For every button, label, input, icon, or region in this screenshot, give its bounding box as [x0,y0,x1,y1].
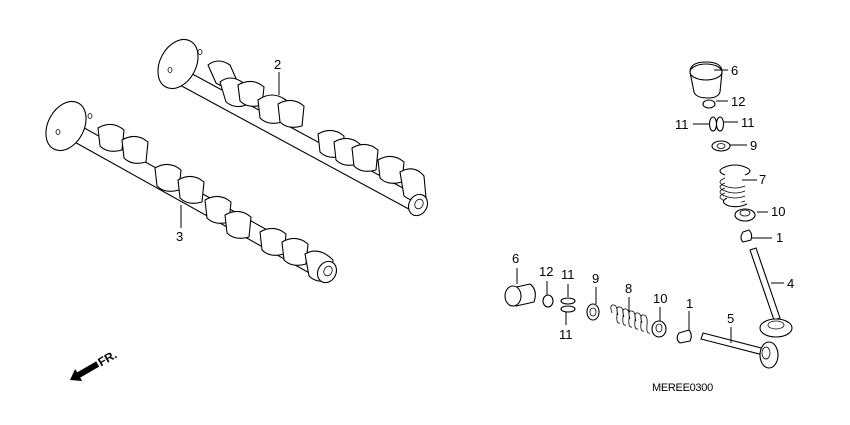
shim-lower[interactable] [542,294,554,308]
callout-2[interactable]: 2 [274,57,282,72]
shim-upper[interactable] [702,99,716,109]
callout-11[interactable]: 11 [559,327,573,342]
valve-lifter-lower[interactable] [504,283,536,307]
valve-cotters-lower[interactable] [560,297,576,313]
callout-9[interactable]: 9 [750,138,758,153]
callout-12[interactable]: 12 [539,264,554,279]
callout-6[interactable]: 6 [512,251,520,266]
callout-10[interactable]: 10 [771,204,786,219]
callout-9[interactable]: 9 [592,271,600,286]
valve-cotters-upper[interactable] [708,116,725,132]
callout-11[interactable]: 11 [675,117,689,132]
spring-seat-upper[interactable] [734,208,756,222]
valve-long[interactable] [749,247,793,338]
callout-11[interactable]: 11 [741,115,755,130]
front-direction-arrow-icon [70,361,100,382]
valve-spring-lower[interactable] [610,304,651,334]
stem-seal-lower[interactable] [676,329,692,344]
spring-seat-lower[interactable] [651,320,667,338]
valve-short[interactable] [700,332,779,369]
diagram-code: MEREE0300 [652,382,713,394]
callout-11[interactable]: 11 [561,267,575,282]
callout-1[interactable]: 1 [686,296,694,311]
callout-6[interactable]: 6 [731,63,739,78]
spring-retainer-lower[interactable] [586,303,600,321]
callout-1[interactable]: 1 [776,230,784,245]
spring-retainer-upper[interactable] [711,140,731,152]
valve-lifter-upper[interactable] [689,61,723,99]
callout-5[interactable]: 5 [727,311,735,326]
callout-3[interactable]: 3 [176,229,184,244]
callout-10[interactable]: 10 [653,291,668,306]
callout-7[interactable]: 7 [759,172,767,187]
callout-12[interactable]: 12 [731,94,746,109]
camshaft-lower[interactable] [38,95,340,286]
valve-spring-upper[interactable] [719,164,751,208]
callout-8[interactable]: 8 [625,281,633,296]
callout-4[interactable]: 4 [787,276,795,291]
stem-seal-upper[interactable] [740,229,753,243]
camshaft-upper[interactable] [150,33,431,219]
